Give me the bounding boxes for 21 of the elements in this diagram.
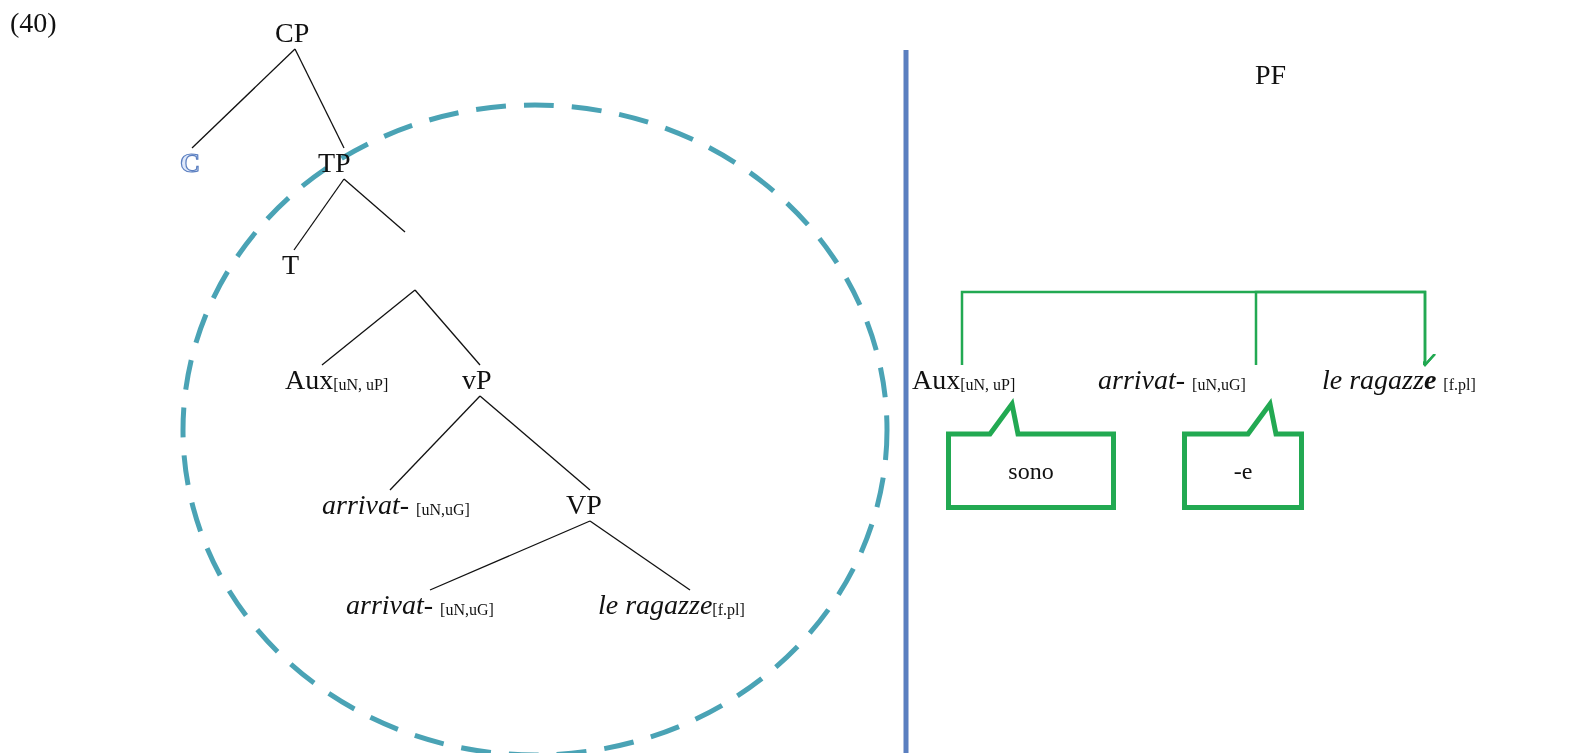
tree-branch [589,520,691,591]
tree-branch [414,289,481,366]
bubble-text: sono [1008,457,1054,485]
tree-node-label: T [282,250,300,281]
tree-branch [321,289,416,366]
tree-branch [389,395,481,491]
tree-branch [429,520,591,591]
tree-node-label: vP [462,365,492,396]
bracket-arrow [1254,290,1437,367]
bubble-text: -e [1233,457,1253,485]
tree-branch [343,178,406,233]
tree-node-label: TP [318,148,351,179]
tree-node-label: VP [566,490,602,521]
example-number: (40) [10,8,57,39]
tree-node-label: CP [275,18,310,49]
tree-branch [191,48,296,149]
tree-branch [294,48,345,149]
tree-branch [479,395,591,491]
category-label: C [180,148,201,179]
section-label: PF [1255,60,1287,91]
tree-branch [293,178,345,251]
